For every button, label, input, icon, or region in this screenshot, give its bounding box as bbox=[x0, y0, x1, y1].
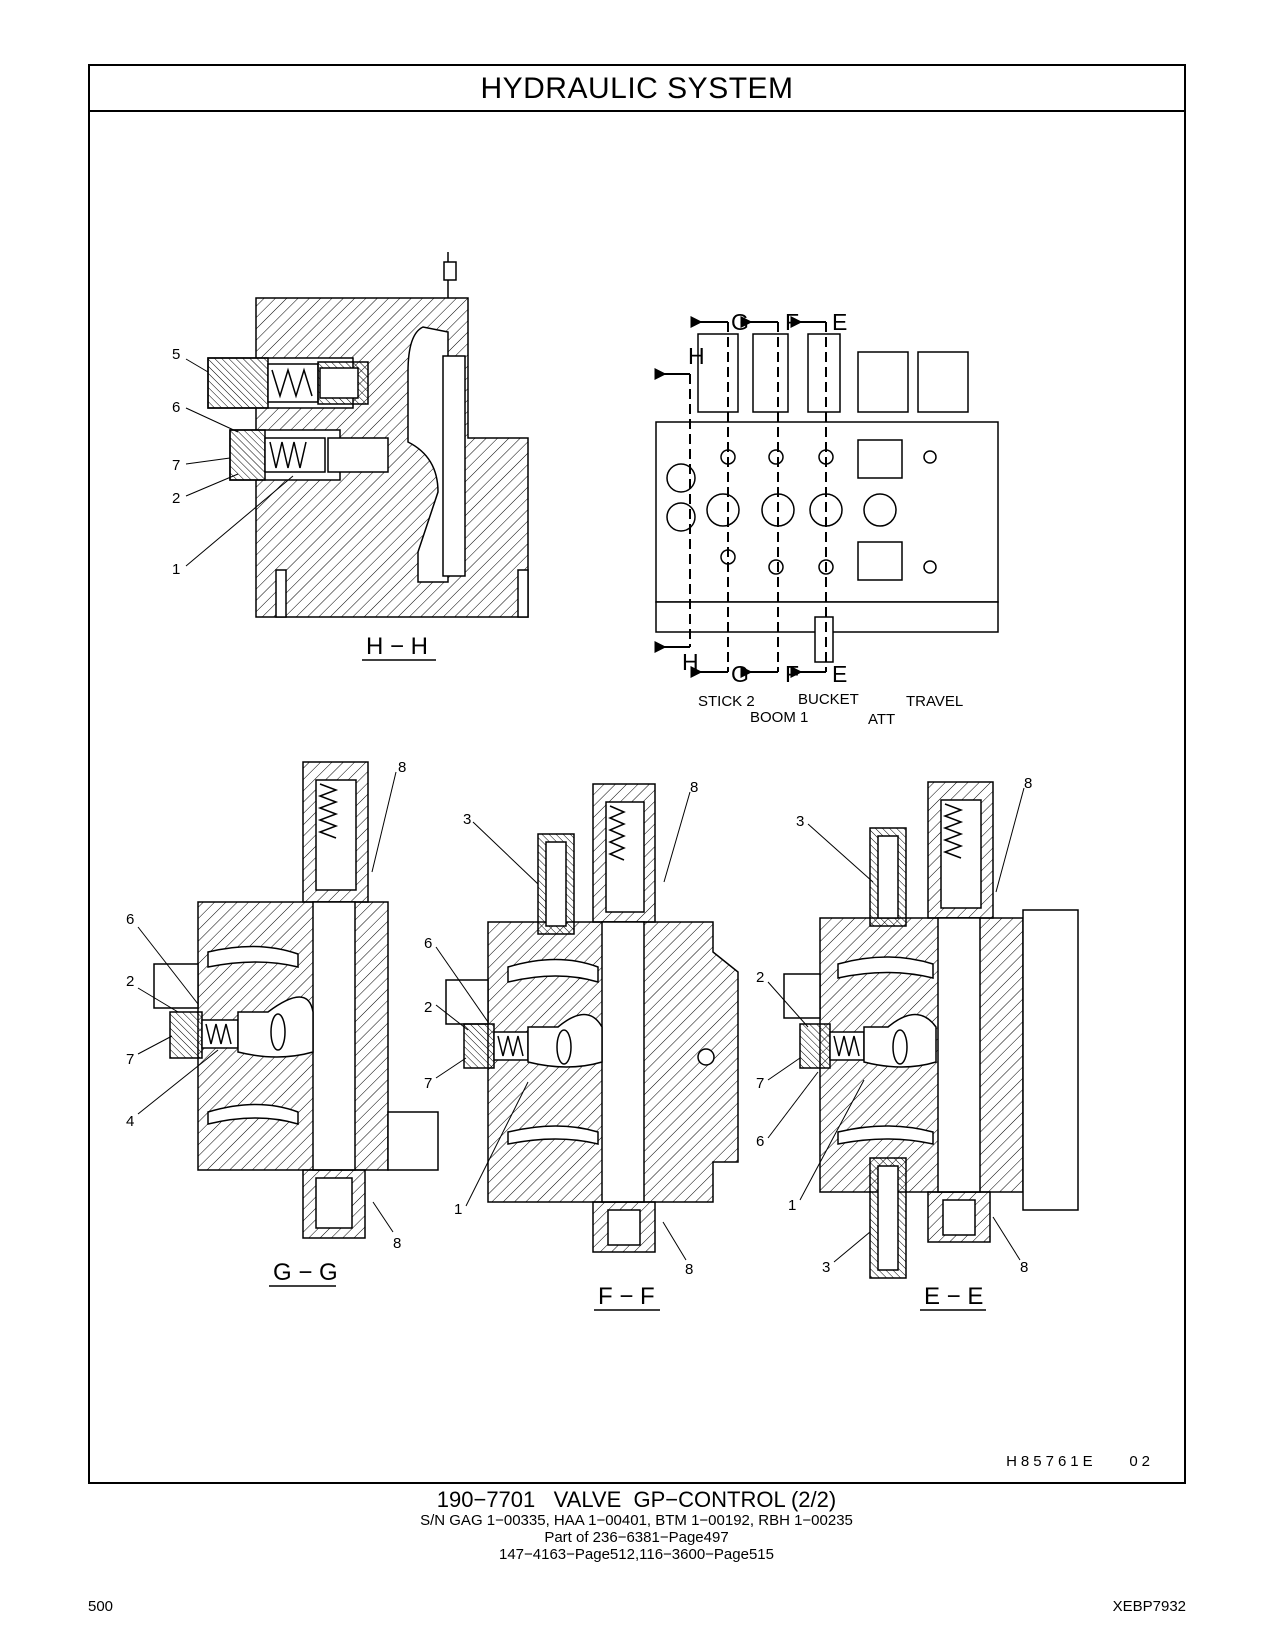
section-marker-g-bottom: G bbox=[731, 661, 749, 687]
hh-callouts: 5 6 7 2 1 H − H bbox=[172, 346, 436, 661]
callout-gg-8-bottom: 8 bbox=[393, 1235, 401, 1252]
caption-related-pages: 147−4163−Page512,116−3600−Page515 bbox=[498, 1546, 774, 1563]
label-att: ATT bbox=[868, 711, 895, 728]
page-title: HYDRAULIC SYSTEM bbox=[90, 66, 1184, 112]
section-marker-f: F bbox=[785, 309, 799, 335]
caption-title: 190−7701 VALVE GP−CONTROL (2/2) bbox=[436, 1487, 837, 1512]
callout-ff-8-top: 8 bbox=[690, 779, 698, 796]
section-lines bbox=[689, 322, 827, 672]
label-stick-2: STICK 2 bbox=[698, 693, 755, 710]
view-label-ff: F − F bbox=[598, 1283, 655, 1310]
document-code: XEBP7932 bbox=[1112, 1598, 1186, 1615]
view-gg bbox=[153, 761, 439, 1239]
callout-ee-8-bottom: 8 bbox=[1020, 1259, 1028, 1276]
callout-gg-7: 7 bbox=[126, 1051, 134, 1068]
callout-ee-1: 1 bbox=[788, 1197, 796, 1214]
page-number: 500 bbox=[88, 1598, 114, 1615]
section-marker-f-bottom: F bbox=[785, 661, 799, 687]
callout-gg-2: 2 bbox=[126, 973, 134, 990]
ff-callouts: 3 8 6 2 7 1 8 F − F bbox=[424, 779, 698, 1311]
gg-callouts: 8 6 2 7 4 8 G − G bbox=[126, 759, 406, 1287]
callout-ee-8-top: 8 bbox=[1024, 775, 1032, 792]
callout-ff-2: 2 bbox=[424, 999, 432, 1016]
section-marker-g: G bbox=[731, 309, 749, 335]
hydraulic-diagram: 5 6 7 2 1 H − H bbox=[126, 252, 1079, 1311]
callout-gg-6: 6 bbox=[126, 911, 134, 928]
callout-gg-4: 4 bbox=[126, 1113, 134, 1130]
callout-gg-8-top: 8 bbox=[398, 759, 406, 776]
view-label-hh: H − H bbox=[366, 633, 428, 660]
caption: 190−7701 VALVE GP−CONTROL (2/2) S/N GAG … bbox=[0, 1487, 1273, 1564]
callout-ee-6: 6 bbox=[756, 1133, 764, 1150]
caption-serials: S/N GAG 1−00335, HAA 1−00401, BTM 1−0019… bbox=[420, 1512, 853, 1529]
view-ee bbox=[783, 781, 1079, 1279]
view-hh bbox=[207, 252, 529, 618]
section-arrows bbox=[654, 316, 826, 678]
view-label-ee: E − E bbox=[924, 1283, 983, 1310]
ee-callouts: 3 8 2 7 6 1 3 8 E − E bbox=[756, 775, 1032, 1311]
callout-hh-2: 2 bbox=[172, 490, 180, 507]
callout-hh-1: 1 bbox=[172, 561, 180, 578]
label-bucket: BUCKET bbox=[798, 691, 859, 708]
callout-hh-5: 5 bbox=[172, 346, 180, 363]
drawing-frame: HYDRAULIC SYSTEM bbox=[88, 64, 1186, 1484]
callout-ee-3-bottom: 3 bbox=[822, 1259, 830, 1276]
callout-ee-2: 2 bbox=[756, 969, 764, 986]
callout-ee-3-top: 3 bbox=[796, 813, 804, 830]
section-marker-e-bottom: E bbox=[832, 661, 847, 687]
callout-ee-7: 7 bbox=[756, 1075, 764, 1092]
callout-ff-8-bottom: 8 bbox=[685, 1261, 693, 1278]
callout-ff-7: 7 bbox=[424, 1075, 432, 1092]
section-marker-h: H bbox=[688, 343, 705, 369]
label-travel: TRAVEL bbox=[906, 693, 963, 710]
section-marker-h-bottom: H bbox=[682, 649, 699, 675]
label-boom-1: BOOM 1 bbox=[750, 709, 808, 726]
caption-part-of: Part of 236−6381−Page497 bbox=[544, 1529, 729, 1546]
callout-ff-6: 6 bbox=[424, 935, 432, 952]
section-marker-e: E bbox=[832, 309, 847, 335]
callout-ff-3: 3 bbox=[463, 811, 471, 828]
callout-hh-7: 7 bbox=[172, 457, 180, 474]
section-letters: G F E H H G F E bbox=[682, 309, 847, 687]
callout-ff-1: 1 bbox=[454, 1201, 462, 1218]
view-ff bbox=[445, 783, 739, 1253]
valve-labels: STICK 2 BUCKET TRAVEL BOOM 1 ATT bbox=[698, 691, 963, 728]
view-label-gg: G − G bbox=[273, 1259, 338, 1286]
callout-hh-6: 6 bbox=[172, 399, 180, 416]
